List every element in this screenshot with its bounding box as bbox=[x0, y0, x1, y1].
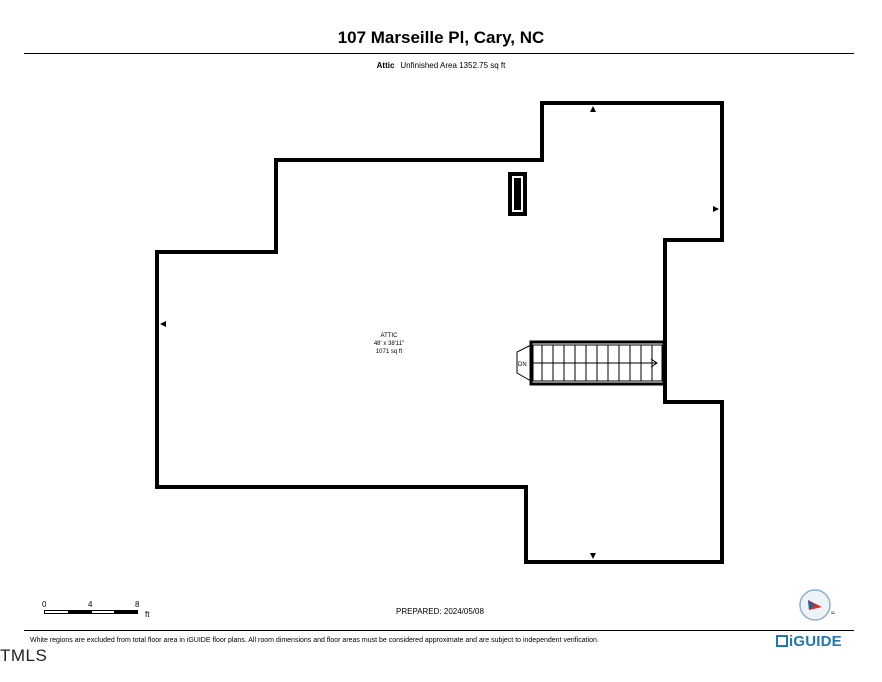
watermark: TMLS bbox=[0, 646, 48, 665]
scale-segment-3 bbox=[91, 610, 115, 614]
scale-unit: ft bbox=[145, 610, 150, 619]
level-summary: Attic Unfinished Area 1352.75 sq ft bbox=[0, 61, 882, 70]
disclaimer: White regions are excluded from total fl… bbox=[30, 637, 599, 644]
wall-marker-left bbox=[160, 321, 166, 327]
room-name: ATTIC bbox=[381, 333, 399, 339]
wall-marker-bottom bbox=[590, 553, 596, 559]
property-address: 107 Marseille Pl, Cary, NC bbox=[337, 28, 545, 47]
iguide-logo: iGUIDE bbox=[776, 633, 842, 650]
scale-label-8: 8 bbox=[135, 600, 140, 609]
stairs-label: DN bbox=[518, 362, 527, 368]
stairs bbox=[516, 340, 666, 386]
footer-divider bbox=[24, 630, 854, 631]
iguide-logo-icon bbox=[776, 635, 788, 647]
attic-outline bbox=[155, 101, 724, 564]
brand-name: iGUIDE bbox=[789, 633, 842, 650]
compass-icon: ≈ bbox=[799, 589, 835, 621]
scale-label-4: 4 bbox=[88, 600, 93, 609]
room-dimensions: 48' x 38'11" bbox=[374, 341, 404, 347]
svg-text:≈: ≈ bbox=[831, 610, 835, 617]
scale-segment-2 bbox=[68, 610, 92, 614]
wall-marker-right bbox=[713, 206, 719, 212]
room-area: 1071 sq ft bbox=[376, 349, 403, 355]
scale-segment-4 bbox=[115, 610, 138, 614]
wall-marker-top bbox=[590, 106, 596, 112]
header-divider bbox=[24, 53, 854, 54]
area-summary: Unfinished Area 1352.75 sq ft bbox=[400, 61, 506, 70]
level-name: Attic bbox=[376, 61, 395, 70]
scale-label-0: 0 bbox=[42, 600, 47, 609]
prepared-date: PREPARED: 2024/05/08 bbox=[396, 607, 484, 616]
scale-bar: 0 4 8 ft bbox=[42, 600, 162, 622]
